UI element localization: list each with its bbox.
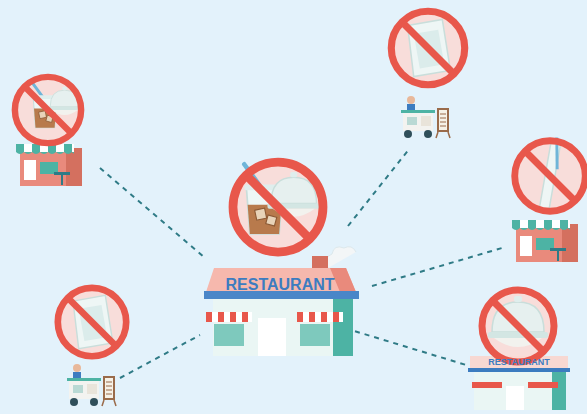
- food-cart: [67, 364, 116, 406]
- small-restaurant: [468, 356, 570, 410]
- no-plastic-sign: [233, 162, 323, 252]
- no-plastic-sign: [515, 137, 586, 211]
- restaurant-sign-text: RESTAURANT: [468, 358, 570, 367]
- food-cart: [401, 96, 450, 138]
- shop: [512, 220, 578, 262]
- restaurant-sign-text: RESTAURANT: [205, 277, 355, 293]
- restaurant-node: RESTAURANT: [468, 352, 570, 410]
- restaurant-building: [204, 247, 359, 356]
- restaurant-node: RESTAURANT: [205, 262, 355, 355]
- dashed-connector: [355, 331, 468, 365]
- no-plastic-sign: [15, 77, 81, 143]
- no-plastic-sign: [391, 11, 464, 84]
- dashed-link: [100, 148, 502, 378]
- no-plastic-sign: [482, 290, 554, 362]
- shop: [16, 144, 82, 186]
- no-plastic-sign: [58, 288, 126, 356]
